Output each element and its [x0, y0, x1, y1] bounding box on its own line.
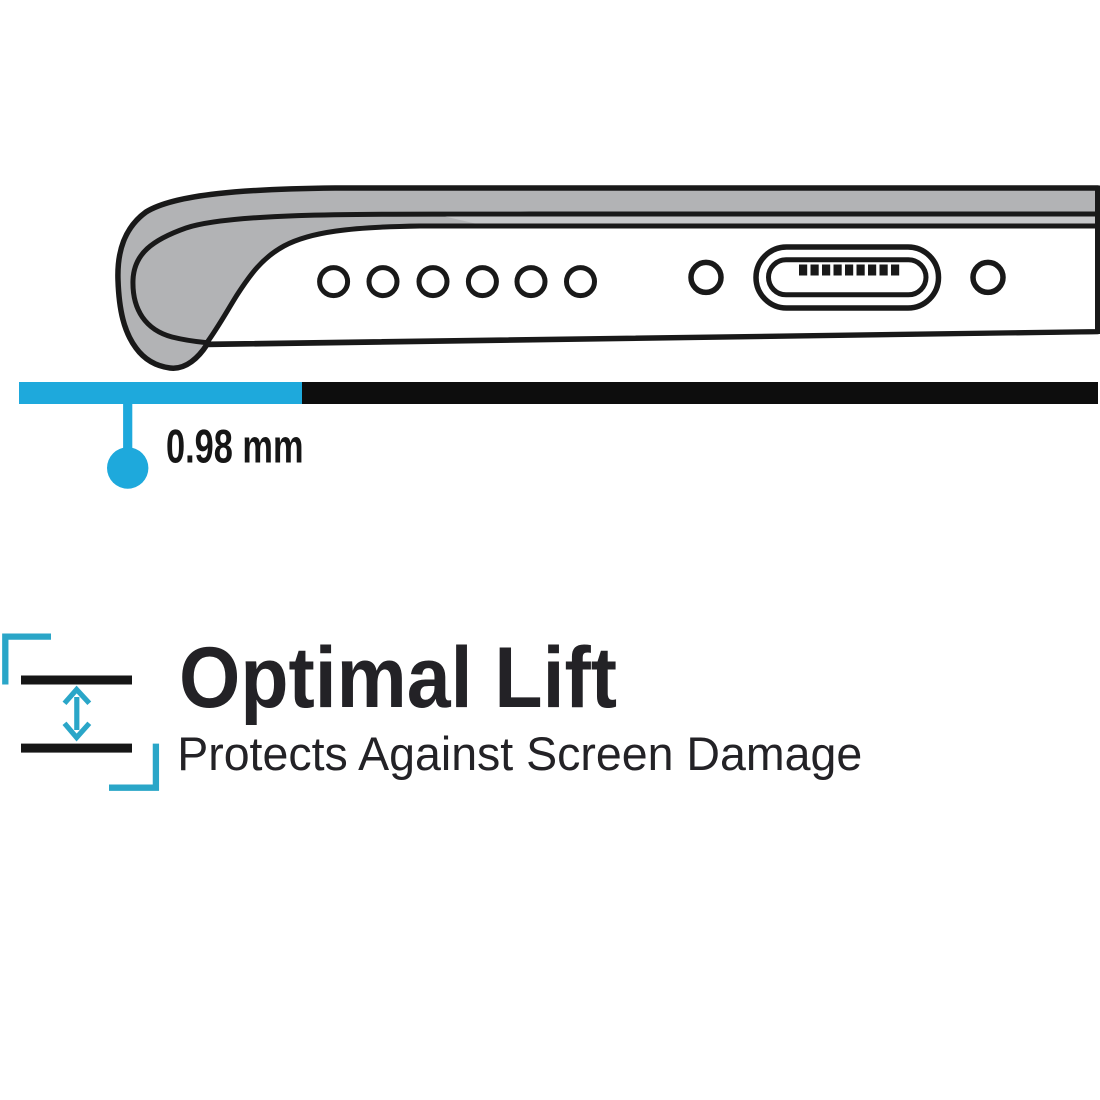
- svg-text:Optimal Lift: Optimal Lift: [179, 630, 617, 726]
- svg-text:0.98 mm: 0.98 mm: [166, 420, 304, 473]
- svg-text:Protects Against Screen Damage: Protects Against Screen Damage: [177, 727, 862, 780]
